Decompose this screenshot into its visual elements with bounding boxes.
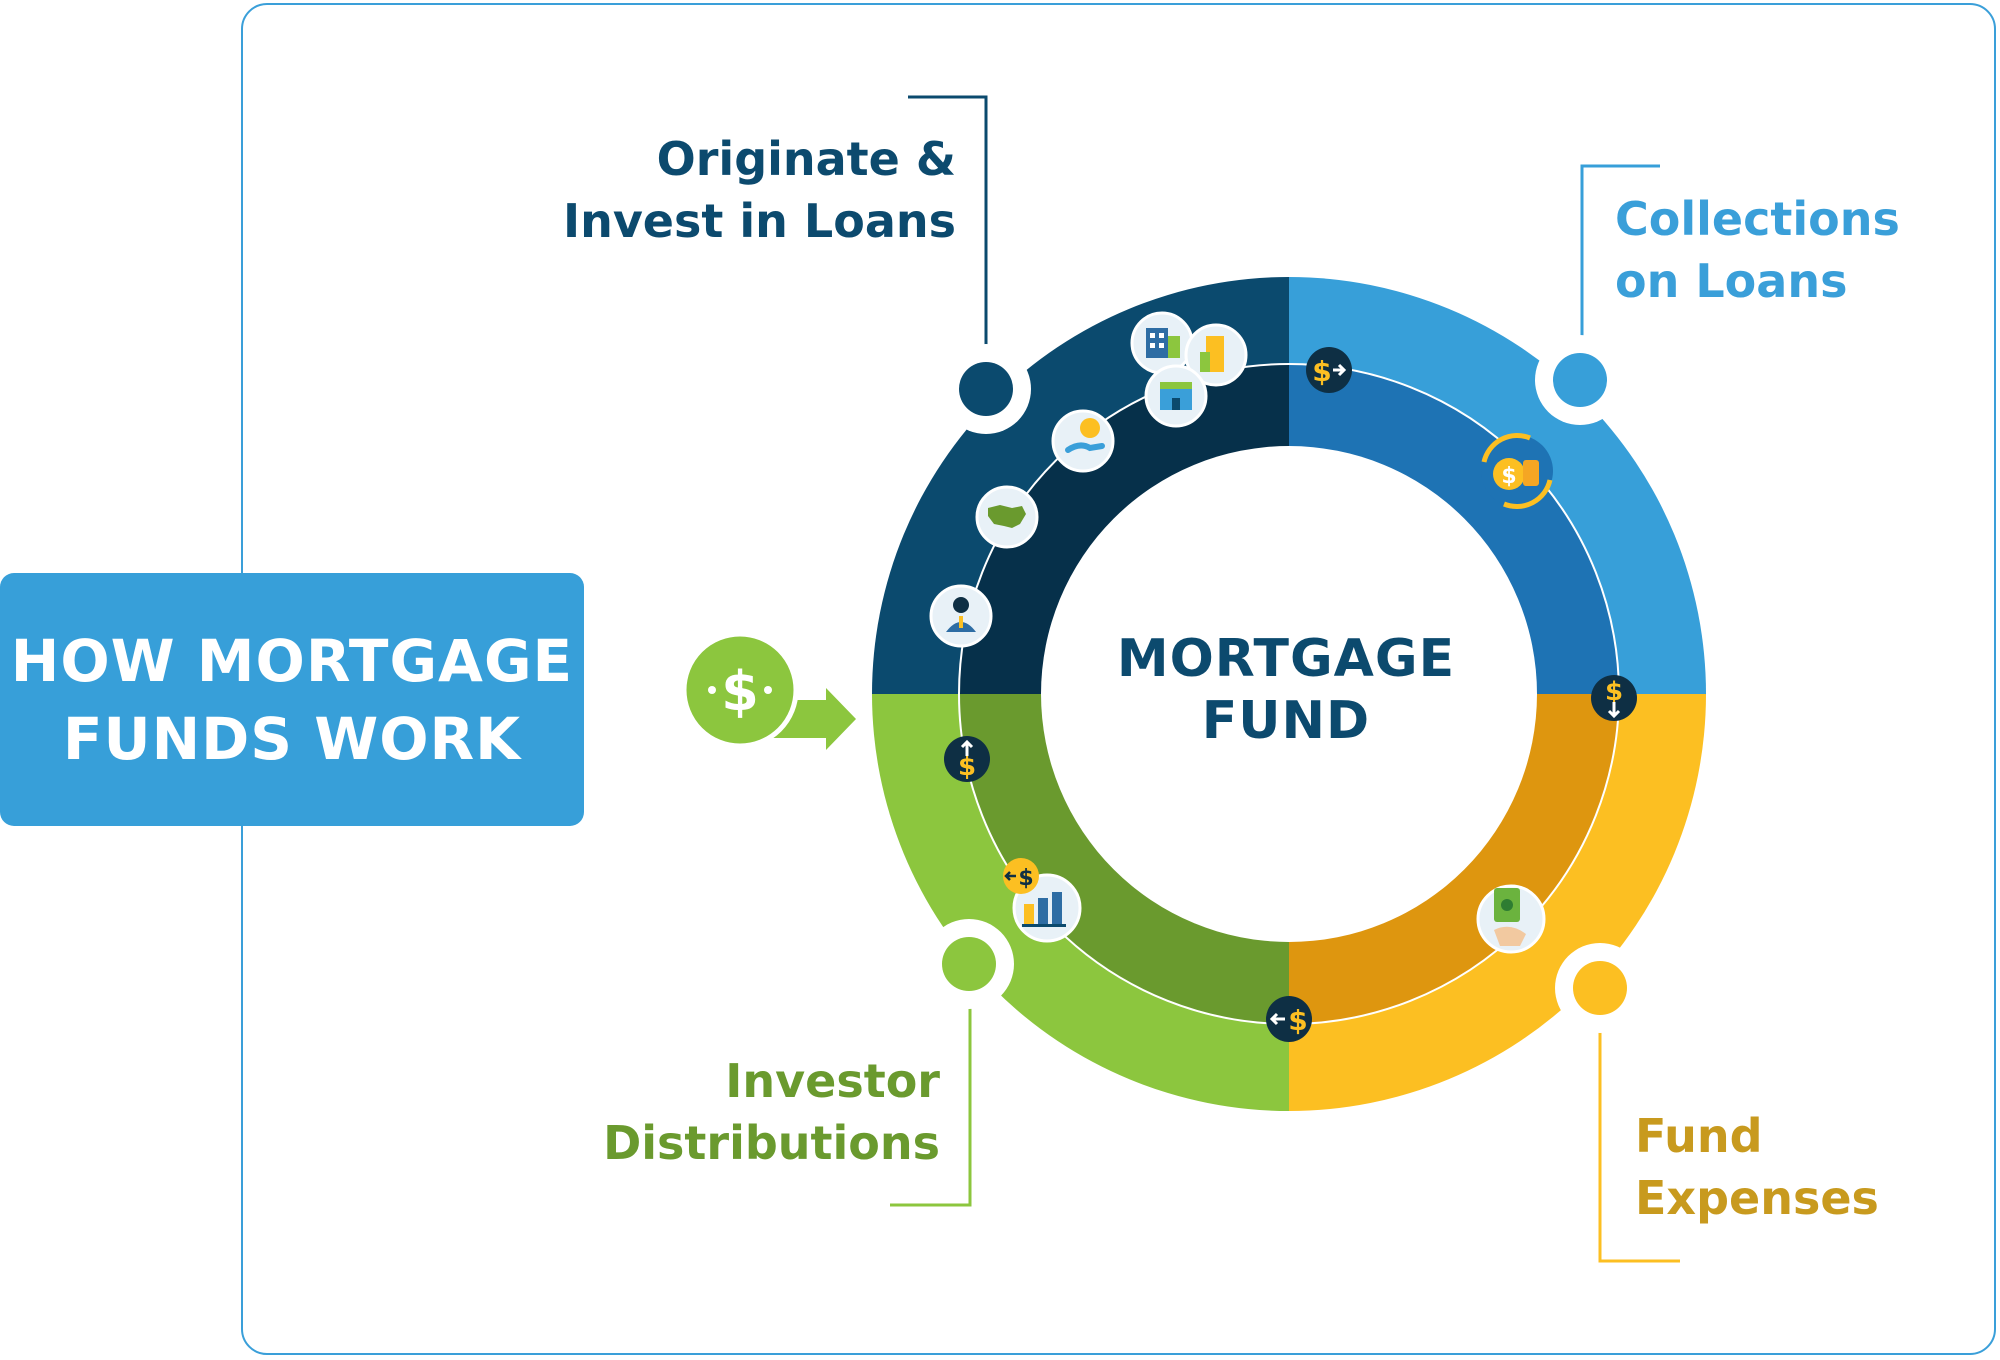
title-line-1: HOW MORTGAGE: [10, 626, 574, 695]
coin-dollar-sign: $: [721, 660, 759, 723]
leader-investor: [890, 990, 972, 1207]
badge-dollar-sign: $: [1605, 677, 1623, 707]
center-label: MORTGAGE FUND: [1086, 628, 1486, 752]
node-originate: [941, 344, 1031, 434]
node-investor: [924, 919, 1014, 1009]
center-line-2: FUND: [1201, 691, 1371, 751]
label-originate-line-1: Originate &: [656, 132, 956, 186]
node-collections: [1535, 335, 1625, 425]
label-collections-line-2: on Loans: [1615, 254, 1848, 308]
badge-dollar-sign: $: [958, 752, 976, 782]
leader-collections: [1580, 164, 1660, 355]
hand-coin-icon: [1051, 409, 1115, 473]
label-originate-line-2: Invest in Loans: [562, 194, 956, 248]
label-expenses-line-1: Fund: [1635, 1109, 1763, 1163]
label-collections-line-1: Collections: [1615, 192, 1900, 246]
chart-dollar-sign: $: [1018, 866, 1033, 891]
bar-chart-icon: $: [1003, 858, 1082, 943]
label-investor-line-1: Investor: [725, 1054, 940, 1108]
investor-person-icon: [929, 584, 993, 648]
badge-dollar-sign: $: [1312, 355, 1331, 388]
buildings-icon: [1130, 311, 1248, 428]
label-originate: Originate & Invest in Loans: [560, 128, 956, 252]
label-expenses: Fund Expenses: [1635, 1105, 1975, 1229]
coins-dollar-sign: $: [1501, 464, 1516, 489]
center-line-1: MORTGAGE: [1116, 629, 1456, 689]
dollar-transfer-left-icon: $: [1266, 996, 1312, 1042]
label-expenses-line-2: Expenses: [1635, 1171, 1879, 1225]
title-line-2: FUNDS WORK: [62, 704, 522, 773]
usa-map-icon: [975, 485, 1039, 549]
cash-hand-icon: [1476, 884, 1546, 954]
label-collections: Collections on Loans: [1615, 188, 1975, 312]
coins-cycle-icon: $: [1481, 432, 1553, 510]
dollar-transfer-right-icon: $: [1306, 347, 1352, 393]
title-box: HOW MORTGAGE FUNDS WORK: [0, 573, 584, 826]
dollar-coin-icon: $: [681, 631, 856, 750]
node-expenses: [1555, 943, 1645, 1033]
dollar-transfer-up-icon: $: [944, 736, 990, 782]
badge-dollar-sign: $: [1288, 1004, 1307, 1037]
center-hole: [1041, 446, 1537, 942]
label-investor: Investor Distributions: [560, 1050, 940, 1174]
label-investor-line-2: Distributions: [603, 1116, 940, 1170]
leader-originate: [908, 95, 988, 360]
dollar-transfer-down-icon: $: [1591, 675, 1637, 721]
leader-expenses: [1598, 1005, 1680, 1263]
